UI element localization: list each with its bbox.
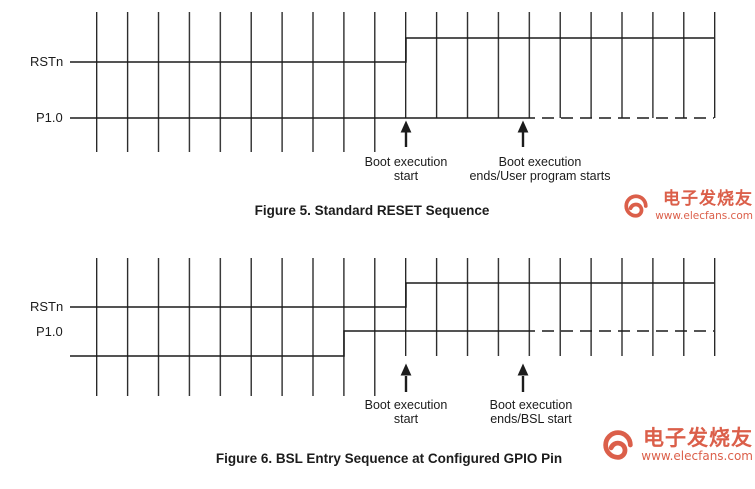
watermark-brand: 电子发烧友	[663, 189, 753, 209]
figure-5-standard-reset-sequence: RSTn P1.0 Boot execution start Boot exec…	[30, 12, 716, 218]
rstn-label: RSTn	[30, 299, 63, 314]
clock-grid-left	[96, 12, 391, 152]
rstn-waveform	[70, 282, 714, 308]
boot-start-arrow-icon	[400, 363, 412, 392]
figure-6-bsl-entry-sequence: RSTn P1.0 Boot execution start Boot exec…	[30, 258, 716, 466]
boot-start-annotation-line1: Boot execution	[365, 155, 448, 169]
boot-end-arrow-icon	[517, 363, 529, 392]
clock-grid-right	[391, 258, 716, 356]
rstn-label: RSTn	[30, 54, 63, 69]
boot-end-annotation-line1: Boot execution	[490, 398, 573, 412]
figure6-caption: Figure 6. BSL Entry Sequence at Configur…	[216, 451, 562, 466]
elecfans-watermark-top: 电子发烧友 www.elecfans.com	[621, 189, 753, 222]
figure5-caption: Figure 5. Standard RESET Sequence	[255, 203, 490, 218]
boot-start-annotation-line2: start	[394, 169, 419, 183]
watermark-text: 电子发烧友 www.elecfans.com	[655, 189, 753, 222]
boot-end-annotation-line2: ends/BSL start	[490, 412, 572, 426]
boot-end-annotation-line2: ends/User program starts	[469, 169, 610, 183]
elecfans-logo-icon	[624, 194, 648, 218]
watermark-brand: 电子发烧友	[643, 426, 753, 451]
clock-grid-right	[391, 12, 716, 118]
watermark-text: 电子发烧友 www.elecfans.com	[641, 426, 753, 464]
boot-start-annotation-line1: Boot execution	[365, 398, 448, 412]
boot-end-arrow-icon	[517, 120, 529, 147]
clock-grid-left	[96, 258, 391, 396]
boot-start-arrow-icon	[400, 120, 412, 147]
watermark-url: www.elecfans.com	[641, 449, 753, 464]
p10-label: P1.0	[36, 110, 63, 125]
elecfans-watermark-bottom: 电子发烧友 www.elecfans.com	[599, 426, 753, 464]
boot-end-annotation-line1: Boot execution	[499, 155, 582, 169]
boot-start-annotation-line2: start	[394, 412, 419, 426]
p10-waveform	[70, 330, 523, 357]
rstn-waveform	[70, 37, 714, 63]
p10-label: P1.0	[36, 324, 63, 339]
watermark-url: www.elecfans.com	[655, 209, 753, 222]
elecfans-logo-icon	[603, 430, 633, 460]
